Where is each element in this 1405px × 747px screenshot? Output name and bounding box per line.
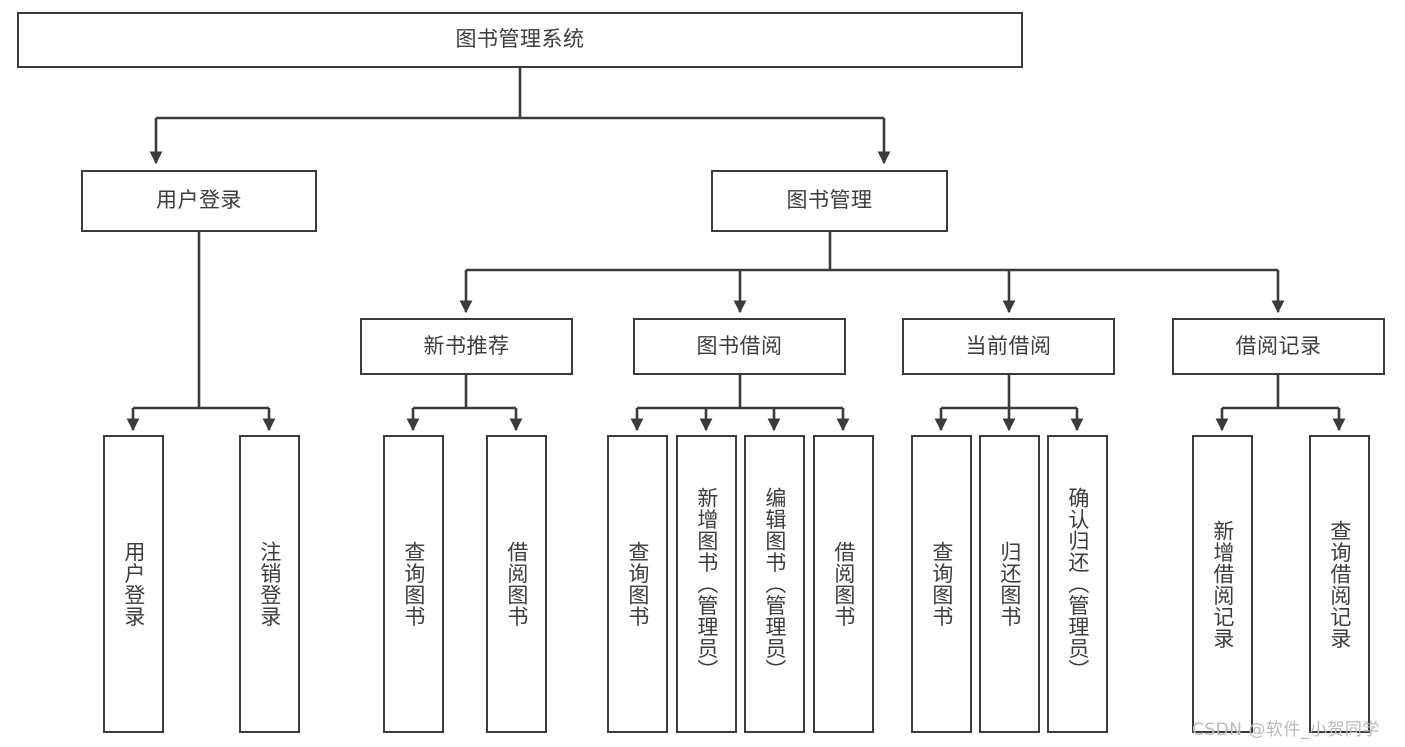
node-label: 用户登录: [121, 541, 146, 627]
node-label: 新书推荐: [423, 333, 510, 358]
leaf-current-return-book[interactable]: 归还图书: [979, 435, 1040, 733]
node-label: 注销登录: [257, 541, 282, 627]
node-root-book-management-system[interactable]: 图书管理系统: [17, 12, 1023, 68]
node-label: 查询图书: [929, 541, 954, 627]
csdn-watermark: CSDN @软件_小贺同学: [1192, 720, 1380, 740]
node-book-borrow[interactable]: 图书借阅: [633, 318, 846, 375]
leaf-current-query-book[interactable]: 查询图书: [911, 435, 972, 733]
leaf-record-query-borrow-record[interactable]: 查询借阅记录: [1309, 435, 1370, 733]
node-label: 编辑图书（管理员）: [762, 487, 787, 681]
leaf-borrow-query-book[interactable]: 查询图书: [607, 435, 668, 733]
leaf-recommend-query-book[interactable]: 查询图书: [383, 435, 444, 733]
node-label: 图书借阅: [696, 333, 783, 358]
node-label: 当前借阅: [965, 333, 1052, 358]
leaf-recommend-borrow-book[interactable]: 借阅图书: [486, 435, 547, 733]
node-label: 用户登录: [156, 188, 242, 213]
leaf-current-confirm-return-admin[interactable]: 确认归还（管理员）: [1047, 435, 1108, 733]
node-user-login[interactable]: 用户登录: [81, 170, 317, 232]
node-borrow-record[interactable]: 借阅记录: [1172, 318, 1385, 375]
node-label: 新增借阅记录: [1210, 519, 1235, 649]
node-label: 借阅图书: [831, 541, 856, 627]
node-label: 查询借阅记录: [1327, 519, 1352, 649]
node-label: 查询图书: [401, 541, 426, 627]
leaf-borrow-borrow-book[interactable]: 借阅图书: [813, 435, 874, 733]
node-label: 借阅图书: [504, 541, 529, 627]
node-new-book-recommend[interactable]: 新书推荐: [360, 318, 573, 375]
node-label: 查询图书: [625, 541, 650, 627]
node-label: 归还图书: [997, 541, 1022, 627]
node-label: 确认归还（管理员）: [1065, 487, 1090, 681]
leaf-user-login-signout[interactable]: 注销登录: [239, 435, 300, 733]
leaf-borrow-add-book-admin[interactable]: 新增图书（管理员）: [676, 435, 737, 733]
leaf-borrow-edit-book-admin[interactable]: 编辑图书（管理员）: [744, 435, 805, 733]
node-label: 借阅记录: [1235, 333, 1322, 358]
node-label: 图书管理系统: [455, 27, 585, 52]
node-label: 新增图书（管理员）: [694, 487, 719, 681]
leaf-user-login-signin[interactable]: 用户登录: [103, 435, 164, 733]
leaf-record-add-borrow-record[interactable]: 新增借阅记录: [1192, 435, 1253, 733]
node-label: 图书管理: [786, 188, 873, 213]
node-book-management[interactable]: 图书管理: [711, 170, 948, 232]
node-current-borrow[interactable]: 当前借阅: [902, 318, 1115, 375]
